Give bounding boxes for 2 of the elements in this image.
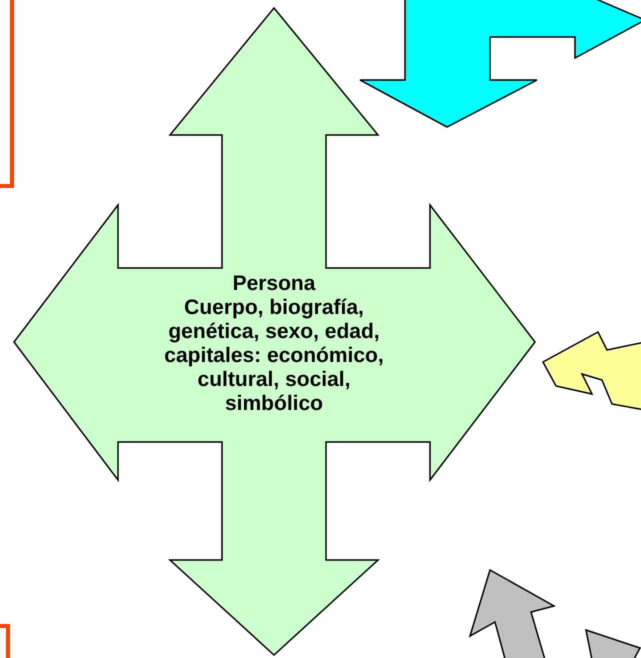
description-text: Cuerpo, biografía, genética, sexo, edad, capitales: económico, cultural, social, simbólico [163,296,385,416]
heading: Persona [232,272,316,296]
